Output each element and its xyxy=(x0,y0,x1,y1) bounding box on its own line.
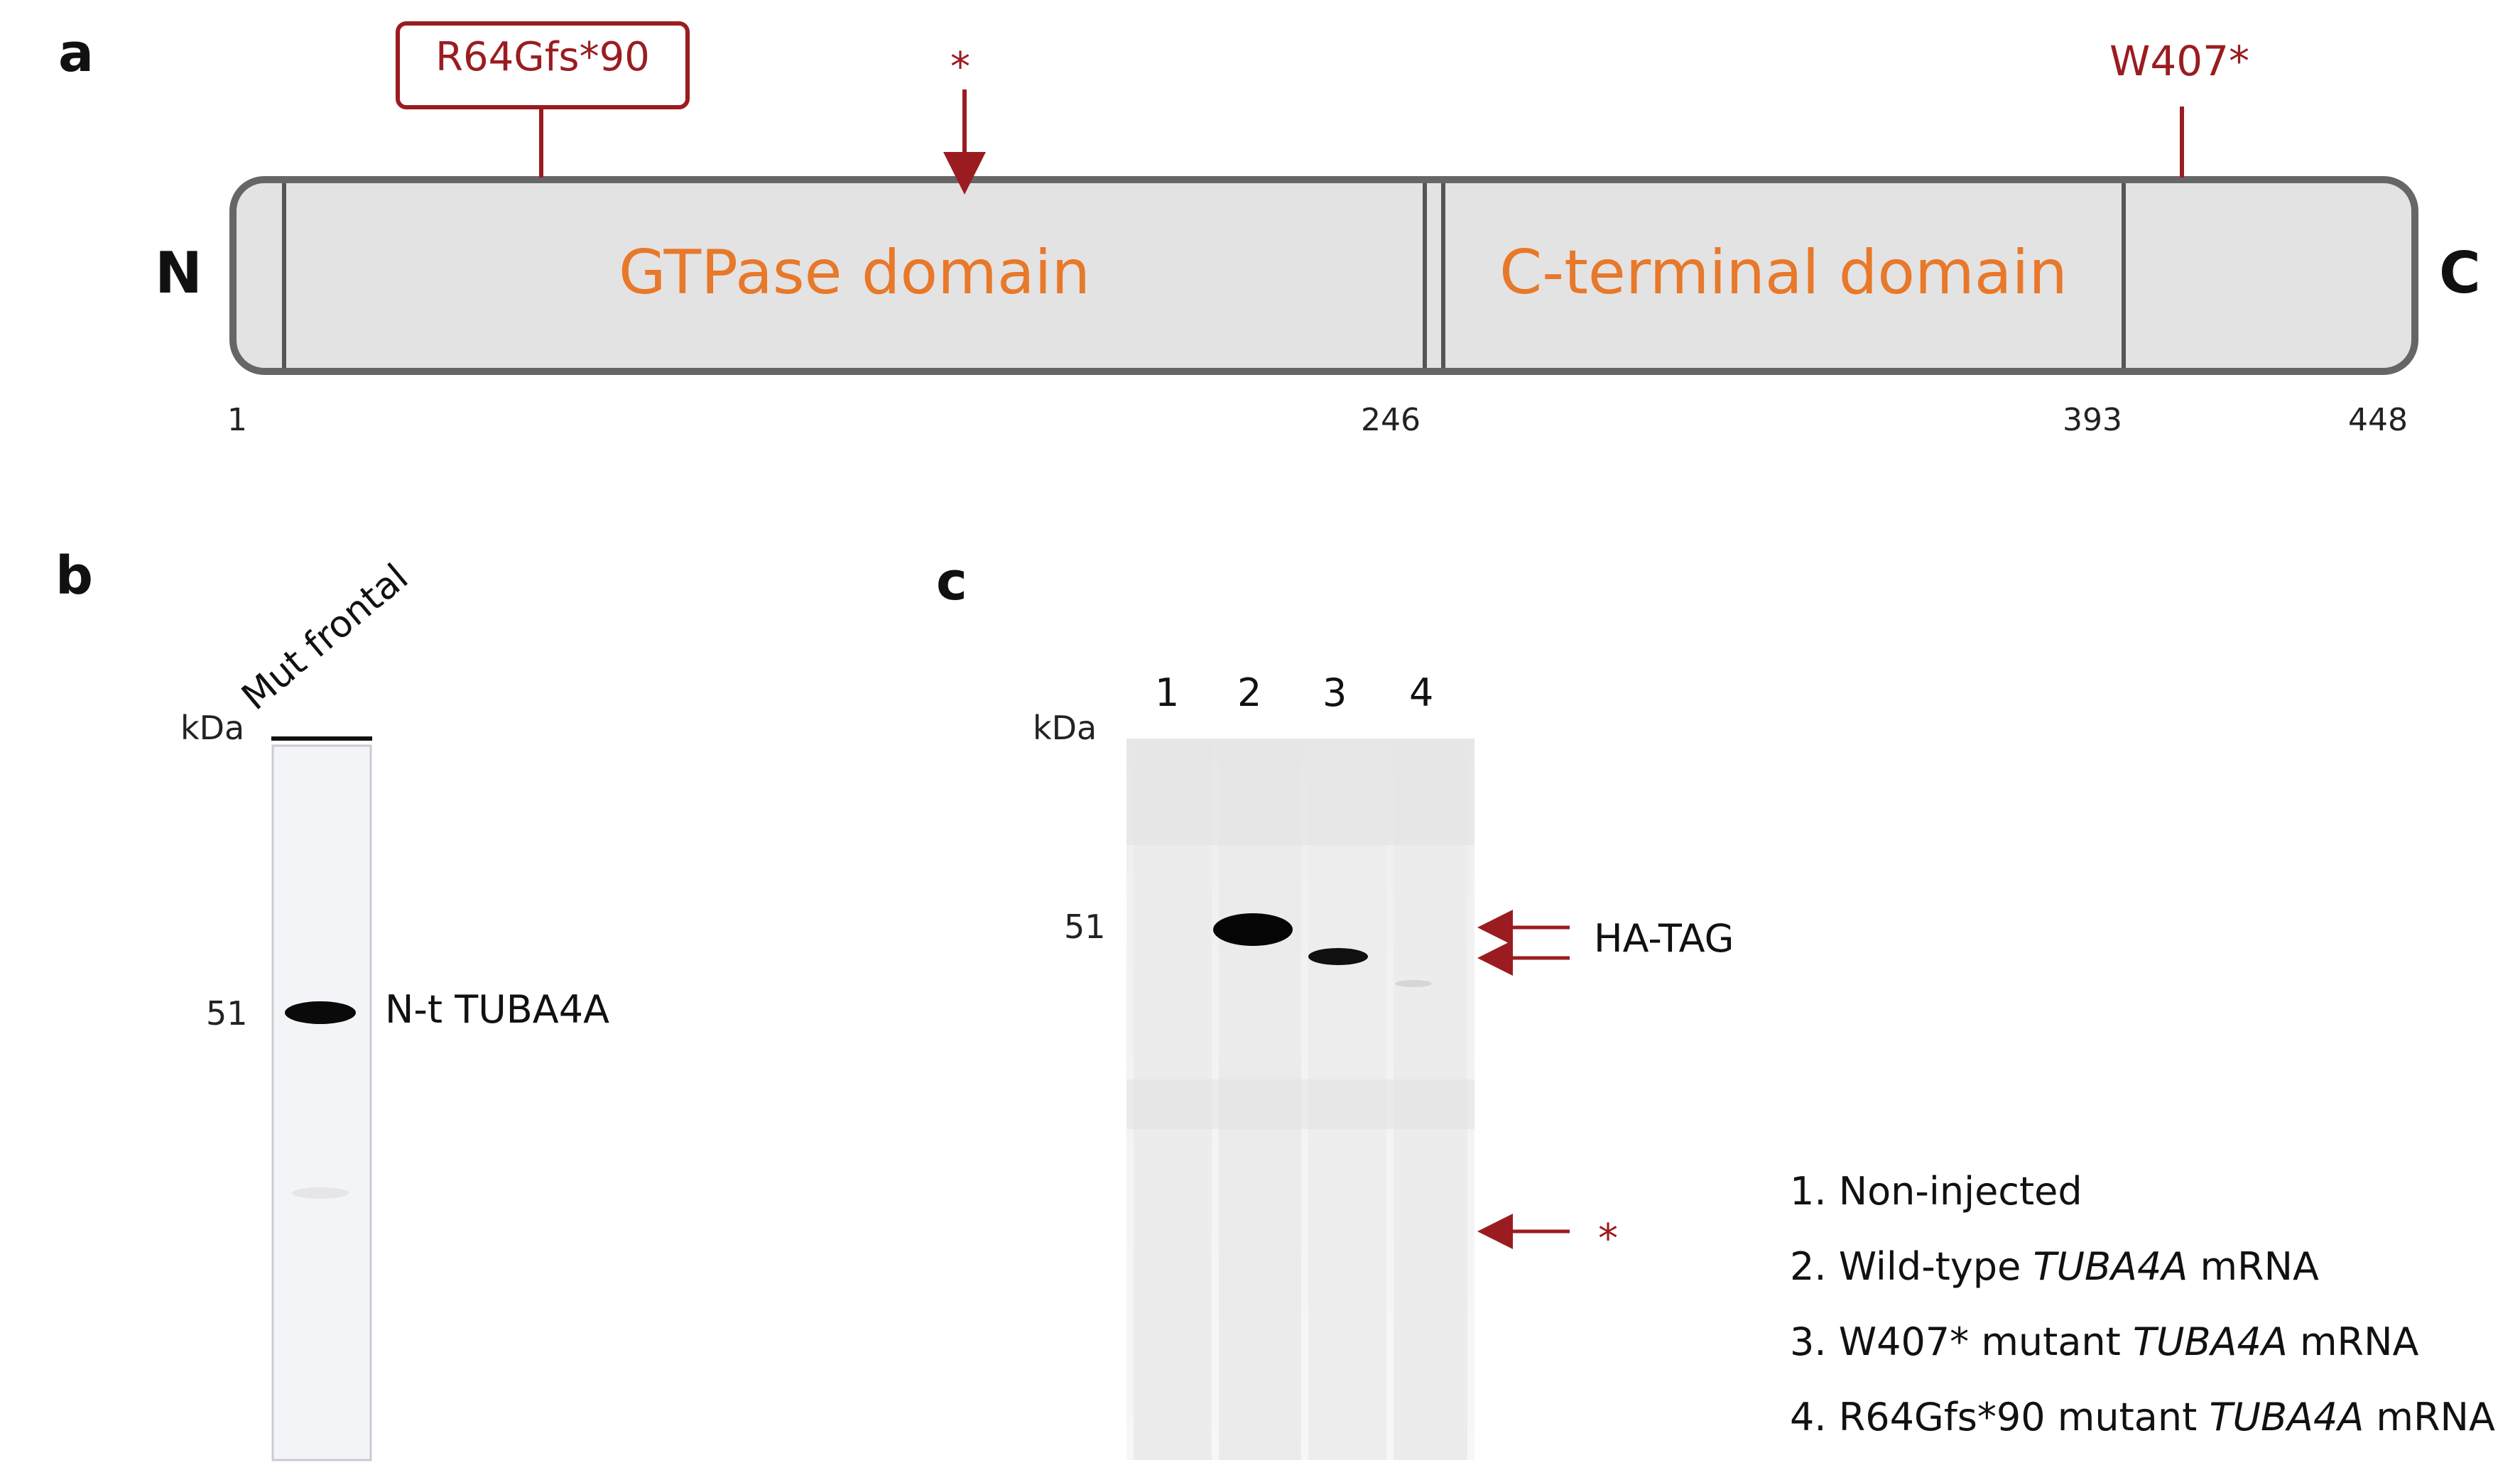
legend-item-4-text: R64Gfs*90 mutant xyxy=(1838,1395,2210,1439)
legend-item-4-num: 4. xyxy=(1790,1395,1827,1439)
legend-item-2-text: Wild-type xyxy=(1838,1244,2033,1289)
legend-item-1-num: 1. xyxy=(1790,1169,1827,1214)
band-c-lane-2 xyxy=(1213,913,1293,946)
position-393: 393 xyxy=(2063,402,2122,438)
blot-c-mid-haze xyxy=(1126,1079,1474,1129)
legend-item-4: 4. R64Gfs*90 mutant TUBA4A mRNA xyxy=(1790,1395,2495,1439)
position-448: 448 xyxy=(2348,402,2408,438)
blot-c-top-haze xyxy=(1126,739,1474,845)
legend-item-3-suffix: mRNA xyxy=(2287,1319,2419,1364)
lane-number-3: 3 xyxy=(1323,670,1347,715)
lane-number-2: 2 xyxy=(1237,670,1262,715)
band-b-nt-tuba4a xyxy=(285,1001,356,1024)
legend-item-3-num: 3. xyxy=(1790,1319,1827,1364)
marker-51-c: 51 xyxy=(1064,908,1106,946)
legend-item-2-suffix: mRNA xyxy=(2188,1244,2319,1289)
panel-label-c: c xyxy=(936,551,967,612)
n-terminus-label: N xyxy=(155,240,202,306)
legend-item-1: 1. Non-injected xyxy=(1790,1169,2082,1214)
legend-item-3-gene: TUBA4A xyxy=(2132,1319,2288,1364)
position-1: 1 xyxy=(227,402,247,438)
gtpase-domain-label: GTPase domain xyxy=(619,237,1090,308)
band-label-nt-tuba4a: N-t TUBA4A xyxy=(385,987,610,1032)
c-terminus-label: C xyxy=(2439,240,2481,306)
band-label-ha-tag: HA-TAG xyxy=(1594,916,1734,961)
frameshift-mutation-label: R64Gfs*90 xyxy=(435,34,650,80)
blot-c-lane-2 xyxy=(1219,739,1301,1460)
band-c-lane-3 xyxy=(1308,948,1368,965)
blot-b-strip xyxy=(271,744,372,1461)
legend-item-2-num: 2. xyxy=(1790,1244,1827,1289)
marker-51-b: 51 xyxy=(206,994,248,1033)
c-terminal-domain-label: C-terminal domain xyxy=(1499,237,2068,308)
lane-number-4: 4 xyxy=(1409,670,1434,715)
legend-item-4-suffix: mRNA xyxy=(2364,1395,2495,1439)
protein-bar xyxy=(229,176,2418,375)
blot-c-lane-1 xyxy=(1134,739,1212,1460)
legend-item-2-gene: TUBA4A xyxy=(2033,1244,2188,1289)
kda-label-b: kDa xyxy=(180,709,245,747)
legend-item-1-text: Non-injected xyxy=(1838,1169,2082,1214)
legend-item-3: 3. W407* mutant TUBA4A mRNA xyxy=(1790,1319,2418,1364)
kda-label-c: kDa xyxy=(1033,709,1097,747)
legend-item-4-gene: TUBA4A xyxy=(2209,1395,2364,1439)
lane-number-1: 1 xyxy=(1155,670,1180,715)
position-246: 246 xyxy=(1361,402,1421,438)
legend-item-2: 2. Wild-type TUBA4A mRNA xyxy=(1790,1244,2319,1289)
blot-c-lane-4 xyxy=(1394,739,1467,1460)
star-mutation-label: * xyxy=(950,44,970,90)
panel-label-a: a xyxy=(58,23,94,84)
band-c-lane-4-faint xyxy=(1395,980,1432,987)
band-b-faint xyxy=(292,1187,349,1199)
nonsense-mutation-label: W407* xyxy=(2109,37,2250,85)
legend-item-3-text: W407* mutant xyxy=(1838,1319,2133,1364)
blot-c-lane-3 xyxy=(1308,739,1386,1460)
band-label-star: * xyxy=(1598,1216,1618,1262)
panel-label-b: b xyxy=(55,545,93,606)
